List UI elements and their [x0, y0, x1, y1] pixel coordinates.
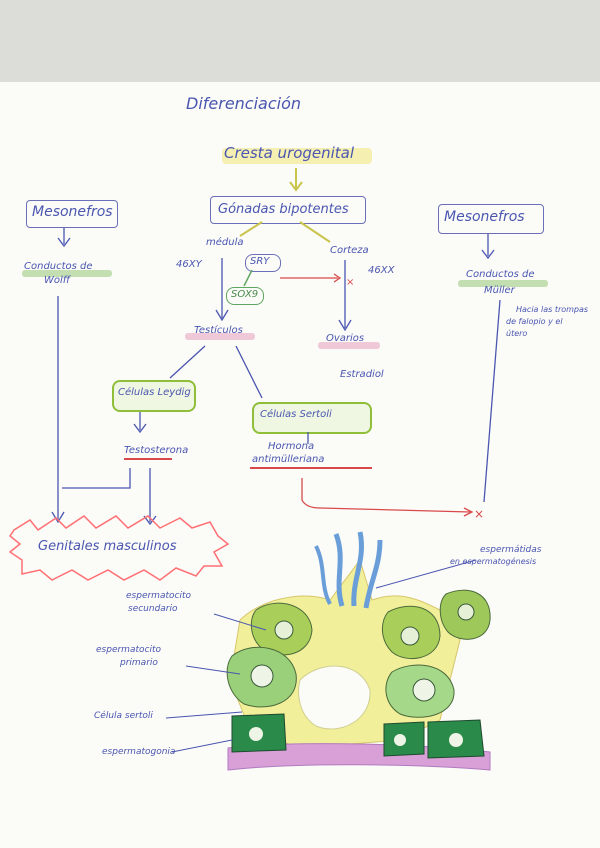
sry-label: SRY [250, 256, 270, 267]
celula-sertoli-label: Célula sertoli [94, 711, 153, 721]
medula-label: médula [206, 237, 244, 248]
karyotype-f: 46XX [368, 265, 395, 276]
mesonefros-left-box [26, 200, 118, 228]
espermatogonia-label: espermatogonia [102, 747, 176, 757]
ovarios-highlight [318, 342, 380, 349]
testosterona-label: Testosterona [124, 445, 189, 456]
karyotype-m: 46XY [176, 259, 202, 270]
wolff-label-2: Wolff [44, 275, 71, 286]
mesonefros-right-box [438, 204, 544, 234]
esp-sec-label-1: espermatocito [126, 591, 191, 601]
ovarios-label: Ovarios [326, 333, 365, 344]
sry-box [245, 254, 281, 272]
svg-text:×: × [474, 507, 484, 521]
esp-sec-label-2: secundario [128, 604, 178, 614]
muller-note-3: útero [506, 329, 528, 338]
leydig-box [112, 380, 196, 412]
muller-label-2: Müller [484, 285, 515, 296]
seminiferous-tubule [226, 531, 491, 771]
esp-prim-label-1: espermatocito [96, 645, 161, 655]
espermatidas-label-1: espermátidas [480, 545, 542, 555]
cresta-label: Cresta urogenital [224, 144, 355, 162]
wolff-highlight [22, 270, 112, 277]
gonadas-label: Gónadas bipotentes [218, 202, 349, 217]
muller-label-1: Conductos de [466, 269, 535, 280]
corteza-label: Corteza [330, 245, 369, 256]
hormona-underline [250, 467, 372, 469]
sox9-box [226, 287, 264, 305]
mesonefros-right-label: Mesonefros [444, 209, 525, 225]
sox9-label: SOX9 [231, 289, 259, 300]
hormona-label-2: antimülleriana [252, 454, 325, 465]
cresta-highlight [222, 148, 372, 164]
title: Diferenciación [186, 94, 302, 113]
esp-prim-label-2: primario [120, 658, 158, 668]
muller-note-1: Hacia las trompas [516, 305, 589, 314]
wolff-label-1: Conductos de [24, 261, 93, 272]
muller-note-2: de falopio y el [506, 317, 563, 326]
sertoli-box [252, 402, 372, 434]
sertoli-label: Células Sertoli [260, 409, 332, 420]
espermatidas-label-2: en espermatogénesis [450, 557, 537, 566]
estradiol-label: Estradiol [340, 369, 384, 380]
testiculos-highlight [185, 333, 255, 340]
muller-highlight [458, 280, 548, 287]
hormona-label-1: Hormona [268, 441, 315, 452]
svg-text:×: × [346, 277, 354, 288]
gonadas-box [210, 196, 366, 224]
genitales-label: Genitales masculinos [38, 539, 177, 554]
testiculos-label: Testículos [194, 325, 243, 336]
mesonefros-left-label: Mesonefros [32, 204, 113, 220]
testosterona-underline [124, 458, 172, 460]
leydig-label: Células Leydig [118, 387, 191, 398]
